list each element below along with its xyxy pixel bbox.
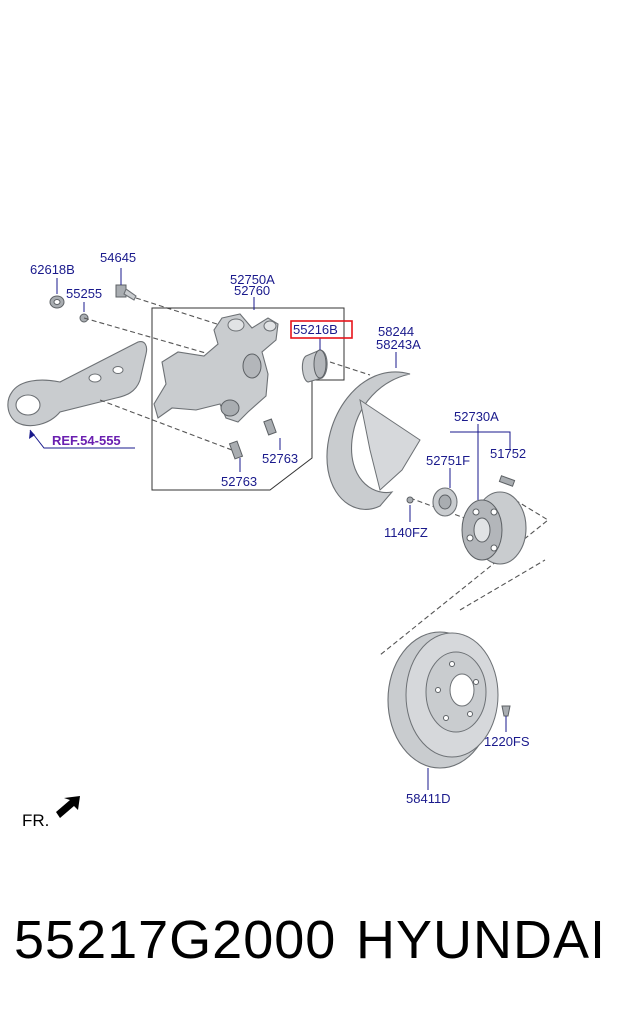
label-52751F: 52751F	[426, 453, 470, 468]
label-58411D: 58411D	[406, 791, 451, 806]
brake-disc-58411D	[387, 631, 499, 790]
knuckle-52750A	[153, 297, 279, 423]
cap-52751F	[432, 468, 458, 517]
label-54645: 54645	[100, 250, 136, 265]
bolt-52763-lower	[228, 440, 244, 472]
label-1140FZ: 1140FZ	[384, 525, 428, 540]
label-58243A: 58243A	[376, 337, 421, 352]
label-1220FS: 1220FS	[484, 734, 530, 749]
label-52763-lower: 52763	[221, 474, 257, 489]
label-55216B: 55216B	[293, 322, 338, 337]
bushing-55216B	[301, 338, 328, 383]
front-label: FR.	[22, 811, 49, 830]
label-58244: 58244	[378, 324, 414, 339]
part-number: 55217G2000	[14, 910, 337, 970]
screw-1220FS	[501, 705, 511, 732]
footer: 55217G2000 HYUNDAI	[0, 880, 620, 1000]
label-52760: 52760	[234, 283, 270, 298]
label-52730A: 52730A	[454, 409, 499, 424]
front-arrow-icon	[56, 796, 80, 818]
label-55255: 55255	[66, 286, 102, 301]
label-62618B: 62618B	[30, 262, 75, 277]
trailing-arm	[7, 341, 148, 449]
label-52763-upper: 52763	[262, 451, 298, 466]
highlight-box	[290, 320, 353, 339]
stud-51752	[498, 475, 516, 487]
label-51752: 51752	[490, 446, 526, 461]
bolt-52763-upper	[263, 418, 281, 450]
exploded-parts-diagram: 62618B 54645 55255 52750A 52760 55216B 5…	[7, 250, 549, 830]
dust-cover-58243A	[326, 352, 421, 522]
reference-label: REF.54-555	[52, 433, 121, 448]
brand-name: HYUNDAI	[355, 910, 606, 970]
bolt-54645	[115, 268, 137, 301]
bushing-62618B	[49, 278, 65, 309]
hub-bearing-52730A	[450, 424, 527, 565]
label-52750A: 52750A	[230, 272, 275, 287]
